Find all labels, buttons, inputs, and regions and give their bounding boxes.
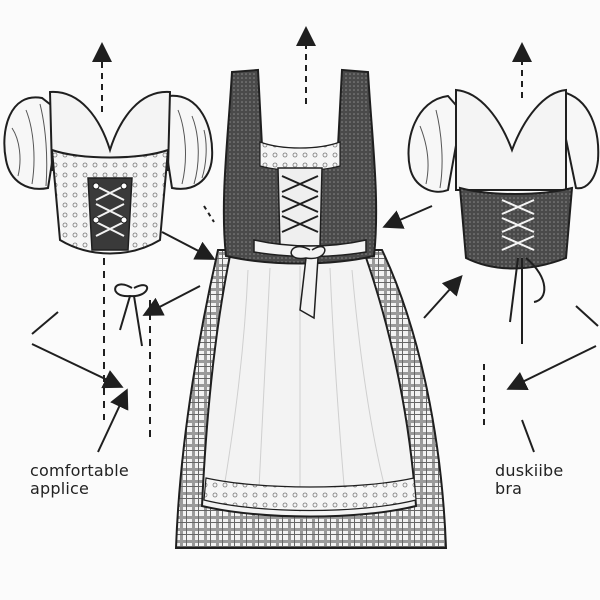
label-right-line2: bra xyxy=(495,479,523,498)
left-blouse-neckline xyxy=(48,90,172,171)
arrow-diagonal-icon xyxy=(142,285,201,316)
arrow-diagonal-icon xyxy=(31,343,124,389)
label-left-line2: applice xyxy=(30,479,90,498)
arrow-diagonal-icon xyxy=(506,345,597,390)
dirndl-lacing xyxy=(281,175,319,233)
arrow-diagonal-icon xyxy=(97,388,129,453)
label-left-line1: comfortable xyxy=(30,461,129,480)
dirndl-lacing-panel xyxy=(277,167,323,247)
right-corset xyxy=(458,186,574,270)
label-right: duskiibe bra xyxy=(495,462,563,498)
left-garment-blouse xyxy=(3,90,214,255)
right-corset-tie xyxy=(509,257,546,344)
right-garment-corset xyxy=(407,88,600,344)
dirndl-blouse-lace xyxy=(259,141,341,172)
left-bodice-lacing xyxy=(95,185,125,237)
right-blouse-sleeve-right xyxy=(558,90,600,190)
label-right-line1: duskiibe xyxy=(495,461,564,480)
left-blouse-sleeve-left xyxy=(3,96,62,190)
right-blouse-sleeve-left xyxy=(407,94,464,193)
label-left: comfortable applice xyxy=(30,462,129,498)
apron-waistband xyxy=(253,239,367,258)
bow-icon xyxy=(114,283,148,347)
arrow-diagonal-icon xyxy=(382,205,433,229)
left-blouse-sleeve-right xyxy=(158,94,214,190)
apron-bow xyxy=(290,245,326,320)
right-corset-lacing xyxy=(501,199,535,251)
center-dirndl xyxy=(174,68,448,549)
left-bodice-center-panel xyxy=(87,177,133,251)
annotation-arrows xyxy=(31,26,599,453)
arrow-diagonal-icon xyxy=(423,275,463,319)
dirndl-apron xyxy=(200,245,418,518)
apron-hem-embroidery xyxy=(203,477,417,512)
arrow-diagonal-icon xyxy=(161,231,216,260)
right-blouse-neckline xyxy=(455,88,567,191)
